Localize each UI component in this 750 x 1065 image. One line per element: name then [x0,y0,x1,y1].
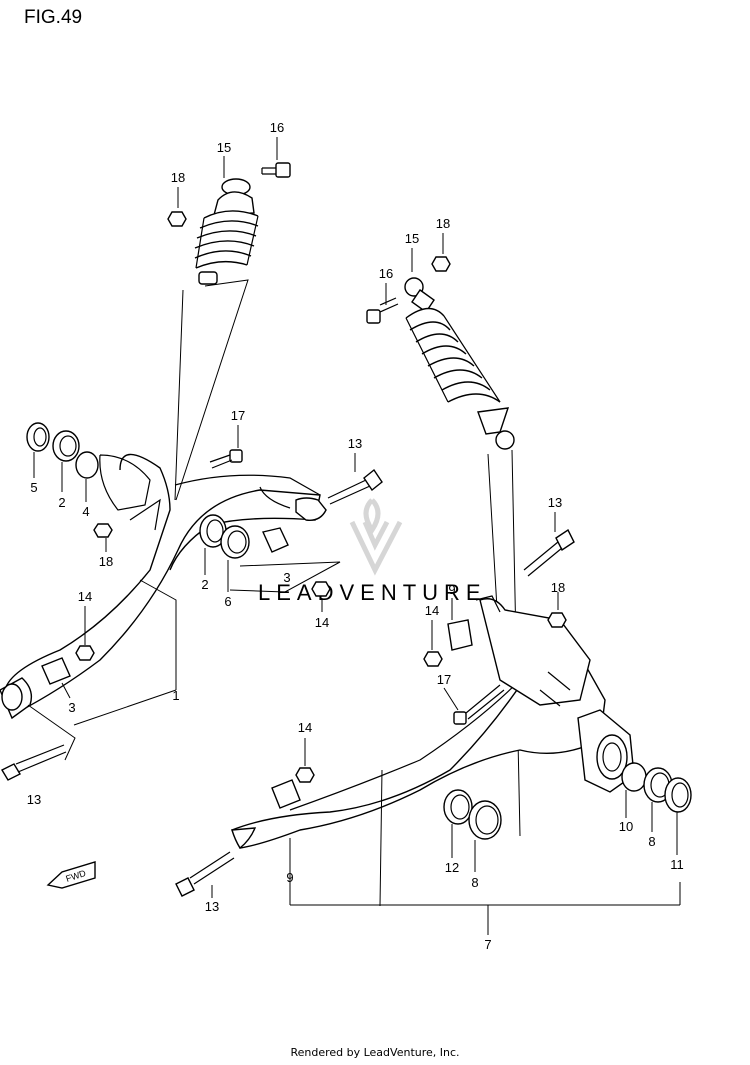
callout-14: 14 [425,603,439,618]
right-nut-18 [547,612,567,628]
callout-8: 8 [648,834,655,849]
right-shock-bolt [366,297,399,324]
callout-9: 9 [286,870,293,885]
callout-10: 10 [619,819,633,834]
callout-7: 7 [484,937,491,952]
fwd-arrow: FWD [46,861,96,889]
callout-12: 12 [445,860,459,875]
left-shock-absorber [194,178,259,285]
figure-title: FIG.49 [24,7,82,28]
right-shock-nut [431,256,451,272]
callout-13: 13 [348,436,362,451]
left-nut-14b [75,645,95,661]
right-swingarm-guide-lines [289,769,681,935]
callout-13: 13 [27,792,41,807]
callout-4: 4 [82,504,89,519]
left-bush-3b [41,657,71,685]
left-bolt-13-front [1,744,67,781]
watermark-logo: LEADVENTURE [258,498,487,605]
callout-18: 18 [99,554,113,569]
right-nut-14c [423,651,443,667]
left-shock-guide-lines [174,279,249,501]
right-shock-absorber [404,277,515,450]
right-bearing-8b [468,800,502,840]
callout-2: 2 [201,577,208,592]
right-bolt-13-front [175,851,235,897]
left-spacer-6 [220,525,250,559]
callout-18: 18 [551,580,565,595]
callout-3: 3 [283,570,290,585]
left-bolt-17 [209,449,243,469]
callout-3: 3 [68,700,75,715]
left-shock-bolt [261,162,291,178]
callout-2: 2 [58,495,65,510]
callout-17: 17 [437,672,451,687]
watermark-text: LEADVENTURE [258,580,487,605]
callout-16: 16 [270,120,284,135]
callout-6: 6 [224,594,231,609]
right-nut-14d [295,767,315,783]
callout-labels: 15 16 18 18 15 16 17 13 5 2 4 18 2 6 3 1… [27,120,684,952]
left-lower-guide [229,561,341,593]
left-bushing-4 [75,451,99,479]
callout-18: 18 [436,216,450,231]
left-bush-3a [262,527,289,553]
right-seal-11 [664,777,692,813]
callout-15: 15 [217,140,231,155]
callout-13: 13 [205,899,219,914]
callout-14: 14 [298,720,312,735]
callout-17: 17 [231,408,245,423]
right-spacer-12 [443,789,473,825]
callout-15: 15 [405,231,419,246]
callout-8: 8 [471,875,478,890]
callout-14: 14 [315,615,329,630]
callout-14: 14 [78,589,92,604]
callout-11: 11 [670,857,684,872]
right-bolt-13-top [523,528,575,577]
left-bearing-2a [52,430,80,462]
left-swingarm-guide-lines [27,579,177,761]
left-shock-nut [167,211,187,227]
right-pivot-bracket [475,595,501,613]
right-seal-10 [621,762,647,792]
right-bolt-17 [453,684,505,725]
callout-5: 5 [30,480,37,495]
left-bolt-13-rear [327,468,383,505]
footer-credit: Rendered by LeadVenture, Inc. [290,1046,460,1059]
callout-leader-lines [33,137,678,898]
right-swingarm [231,598,635,850]
callout-13: 13 [548,495,562,510]
callout-18: 18 [171,170,185,185]
callout-16: 16 [379,266,393,281]
callout-1: 1 [172,688,179,703]
left-nut-14a [311,581,331,597]
right-bush-9b [271,779,301,809]
right-bush-9a [447,619,473,651]
left-nut-18 [93,523,113,538]
callout-9: 9 [448,582,455,597]
